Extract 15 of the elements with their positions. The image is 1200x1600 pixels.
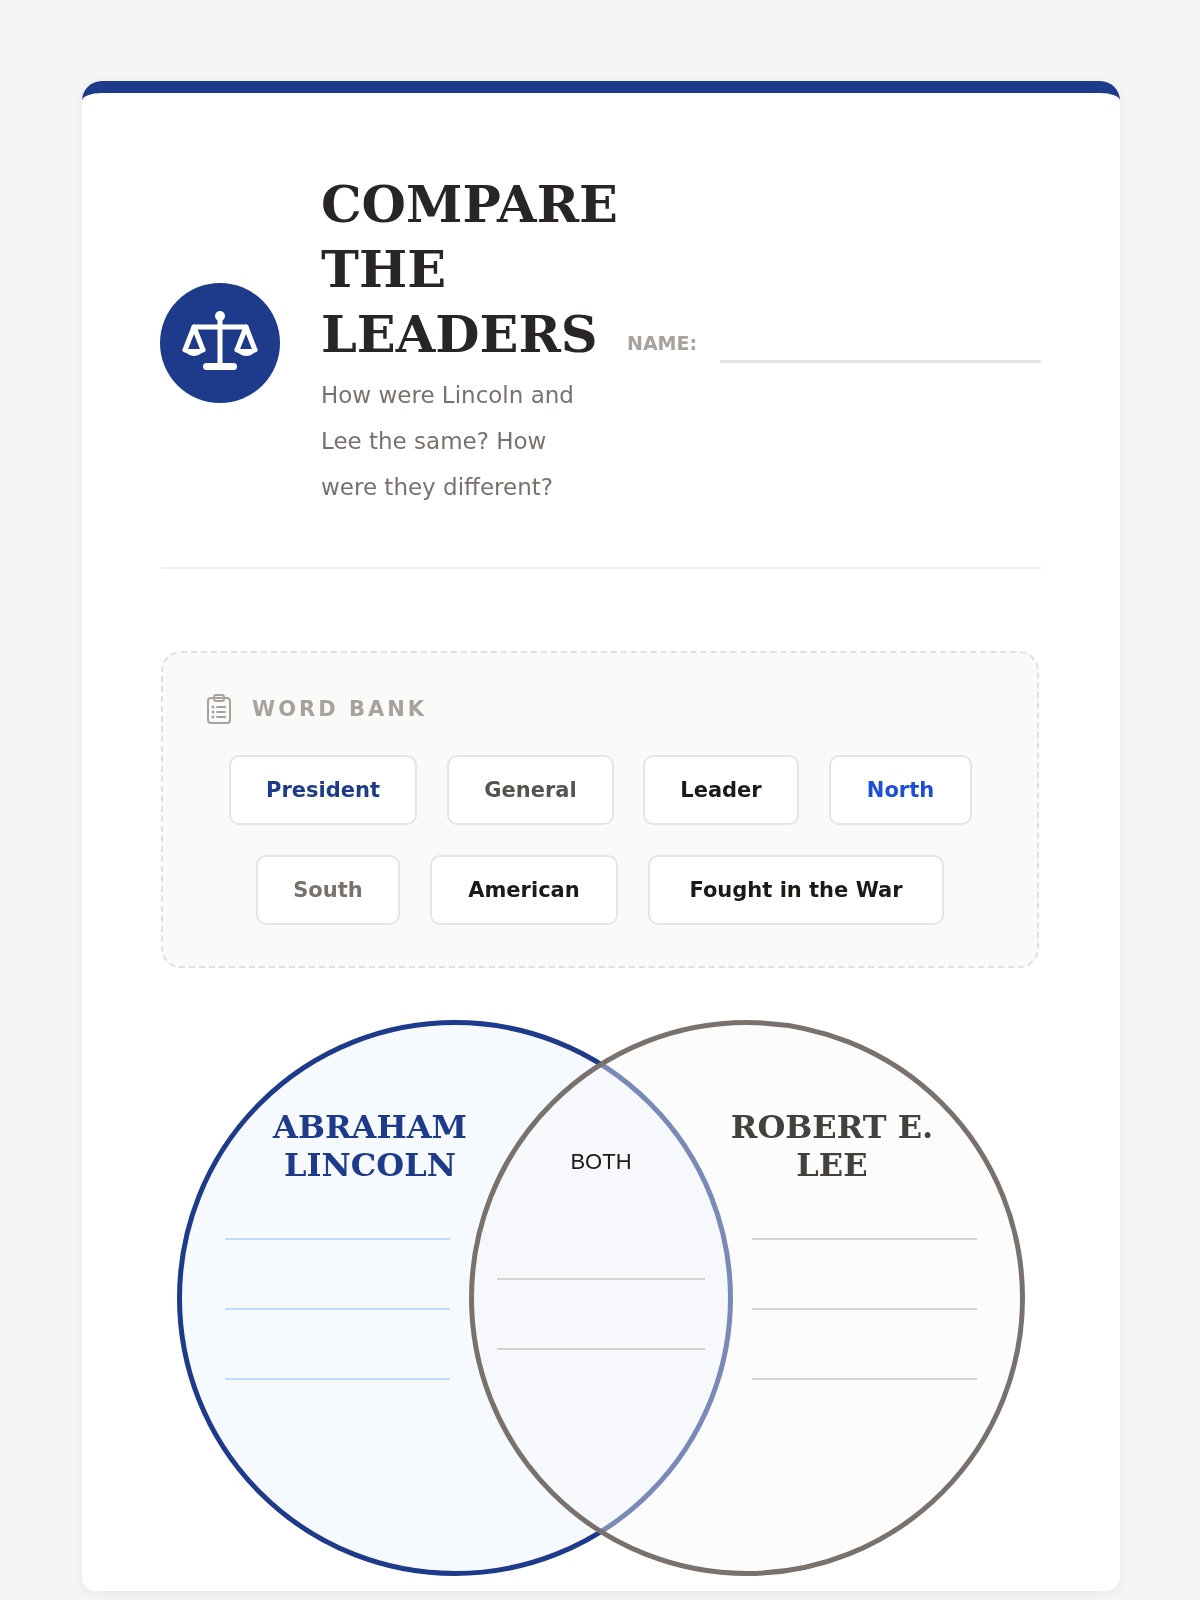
circle-heading: ROBERT E. LEE bbox=[729, 1108, 935, 1184]
word-chip: American bbox=[430, 855, 618, 925]
word-chip: General bbox=[447, 755, 614, 825]
word-chip: North bbox=[829, 755, 972, 825]
region-label: BOTH bbox=[569, 1148, 633, 1176]
word-chip: Leader bbox=[643, 755, 799, 825]
circle-heading: ABRAHAM LINCOLN bbox=[271, 1108, 468, 1184]
field-label: NAME: bbox=[627, 331, 698, 355]
word-chip: South bbox=[256, 855, 400, 925]
word-chip: Fought in the War bbox=[648, 855, 944, 925]
word-bank-panel bbox=[161, 651, 1039, 968]
worksheet-title: COMPARE THE LEADERS bbox=[321, 173, 619, 366]
word-chip: President bbox=[229, 755, 417, 825]
word-bank-heading: WORD BANK bbox=[252, 696, 428, 723]
subtitle: How were Lincoln and Lee the same? How were they different? bbox=[321, 381, 575, 502]
